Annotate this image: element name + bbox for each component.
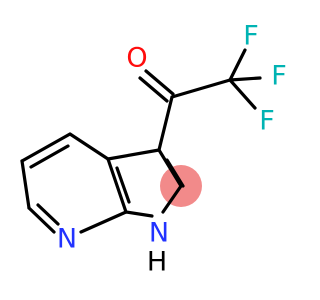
atom-pyrrole-nitrogen: N [149, 218, 169, 249]
atom-labels: O F F F N N H [57, 21, 287, 278]
bond-c-f-bottom [228, 78, 257, 110]
atom-oxygen: O [126, 43, 147, 74]
bond-c6-n7-inner [36, 203, 60, 226]
bond-c5-c6 [20, 159, 31, 210]
bond-c6-n7 [27, 206, 56, 234]
atom-fluorine-right: F [271, 61, 287, 92]
bond-c-f-right [228, 76, 262, 82]
bond-carbonyl-to-cf3 [170, 78, 232, 99]
bond-c3a-c7a-inner [115, 166, 131, 204]
bond-c3-c2-inner [165, 158, 185, 188]
bond-c2-n1 [161, 184, 183, 214]
bond-c3a-c4 [68, 132, 110, 161]
bond-c3-c2 [157, 148, 183, 188]
bond-c3a-c7a [106, 157, 128, 214]
bond-carbonyl-double-2 [138, 76, 169, 103]
bond-c3-c3a [106, 148, 161, 161]
atom-pyridine-nitrogen: N [57, 224, 77, 255]
atom-fluorine-top: F [243, 21, 259, 52]
bond-carbonyl-to-ring [157, 95, 174, 152]
bond-carbonyl-double-1 [144, 69, 175, 96]
bond-c4-c5 [20, 132, 72, 163]
molecule-structure: O F F F N N H [20, 21, 287, 278]
atom-fluorine-bottom: F [259, 106, 275, 137]
bonds [20, 48, 262, 234]
bond-n7-c7a [79, 210, 128, 234]
bond-n1-c7a [124, 210, 154, 218]
bond-c4-c5-inner [29, 144, 70, 169]
bond-c-f-top [228, 48, 247, 82]
atom-pyrrole-hydrogen: H [147, 247, 167, 278]
